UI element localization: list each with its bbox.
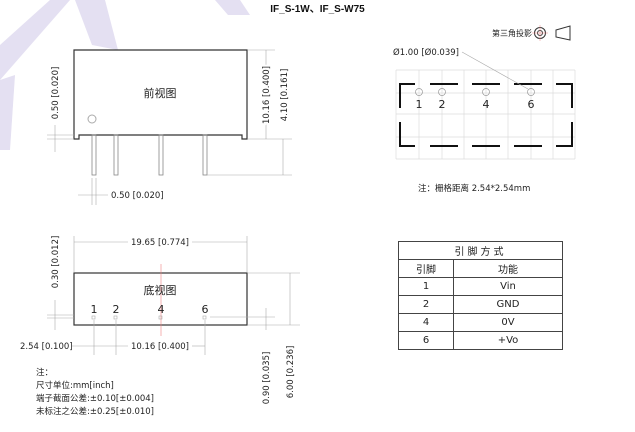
footprint-outline: [399, 83, 573, 147]
pin-function: Vin: [453, 277, 563, 296]
dim-pin-width: 0.50 [0.020]: [111, 191, 164, 201]
note-units: 尺寸单位:mm[inch]: [36, 381, 114, 391]
pin-function: 0V: [453, 313, 563, 332]
dim-pitch: 2.54 [0.100]: [20, 342, 73, 352]
dim-pin-length: 4.10 [0.161]: [280, 69, 290, 122]
dim-pin-row: 0.90 [0.035]: [262, 352, 272, 405]
footprint-grid: [395, 69, 576, 160]
note-terminal-tolerance: 端子截面公差:±0.10[±0.004]: [36, 394, 155, 404]
footprint-holes: [415, 88, 535, 96]
pin-number: 1: [398, 277, 454, 296]
pin-number: 4: [398, 313, 454, 332]
front-view: [47, 49, 292, 205]
dim-top-offset: 0.30 [0.012]: [51, 236, 61, 289]
pin-table-title: 引脚方式: [398, 241, 563, 260]
bottom-pin-6: 6: [202, 303, 209, 316]
pin-number: 6: [398, 331, 454, 350]
dim-length: 19.65 [0.774]: [131, 238, 189, 248]
bottom-pin-1: 1: [91, 303, 98, 316]
pin-number: 2: [398, 295, 454, 314]
footprint-pin-2: 2: [439, 98, 446, 111]
pin-function: +Vo: [453, 331, 563, 350]
watermark: [0, 0, 250, 150]
dim-pin-offset: 0.50 [0.020]: [51, 67, 61, 120]
footprint-pin-6: 6: [528, 98, 535, 111]
note-heading: 注：: [36, 368, 54, 378]
hole-dim: Ø1.00 [Ø0.039]: [393, 47, 459, 58]
footprint-pin-4: 4: [483, 98, 490, 111]
pin-function: GND: [453, 295, 563, 314]
projection-label: 第三角投影: [492, 28, 532, 38]
page-title: IF_S-1W、IF_S-W75: [270, 4, 365, 15]
dim-height: 10.16 [0.400]: [262, 66, 272, 124]
footprint-pin-1: 1: [416, 98, 423, 111]
grid-note: 注：栅格距离 2.54*2.54mm: [418, 183, 530, 194]
pin-table-header-function: 功能: [453, 259, 563, 278]
note-general-tolerance: 未标注之公差:±0.25[±0.010]: [36, 407, 155, 417]
notes: 注： 尺寸单位:mm[inch] 端子截面公差:±0.10[±0.004] 未标…: [36, 367, 154, 419]
dim-width: 6.00 [0.236]: [286, 346, 296, 399]
bottom-pin-2: 2: [113, 303, 120, 316]
pin-table-header-pin: 引脚: [398, 259, 454, 278]
third-angle-projection-icon: [532, 25, 571, 41]
bottom-view: [47, 236, 300, 355]
front-view-label: 前视图: [144, 86, 177, 100]
bottom-view-label: 底视图: [144, 283, 177, 297]
bottom-pin-4: 4: [158, 303, 165, 316]
table-row: 6+Vo: [398, 331, 563, 350]
dim-span: 10.16 [0.400]: [131, 342, 189, 352]
